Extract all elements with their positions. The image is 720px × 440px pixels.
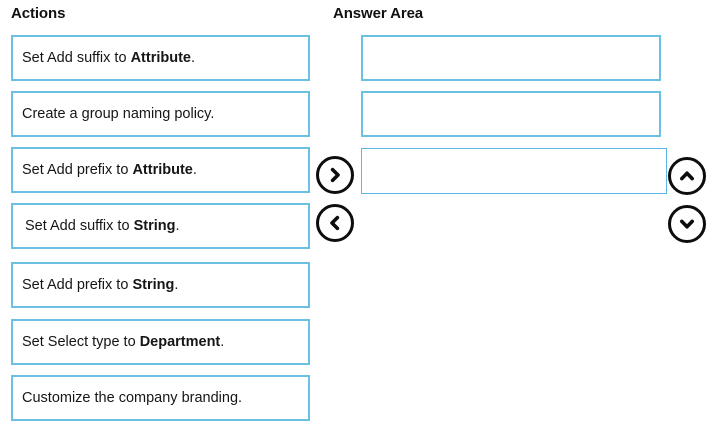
action-item-label: Set Add suffix to String. <box>25 217 180 234</box>
move-right-button[interactable] <box>316 156 354 194</box>
action-item-set-select-type-department[interactable]: Set Select type to Department. <box>11 319 310 365</box>
action-item-label: Customize the company branding. <box>22 389 243 406</box>
chevron-up-icon <box>677 166 697 186</box>
move-up-button[interactable] <box>668 157 706 195</box>
action-item-customize-company-branding[interactable]: Customize the company branding. <box>11 375 310 421</box>
action-item-label: Set Add prefix to String. <box>22 276 179 293</box>
action-item-label: Set Add suffix to Attribute. <box>22 49 196 66</box>
action-item-set-add-suffix-string[interactable]: Set Add suffix to String. <box>11 203 310 249</box>
answer-slot-1[interactable] <box>361 35 661 81</box>
action-item-set-add-suffix-attribute[interactable]: Set Add suffix to Attribute. <box>11 35 310 81</box>
move-down-button[interactable] <box>668 205 706 243</box>
action-item-set-add-prefix-string[interactable]: Set Add prefix to String. <box>11 262 310 308</box>
actions-column-heading: Actions <box>11 5 66 22</box>
action-item-create-group-naming-policy[interactable]: Create a group naming policy. <box>11 91 310 137</box>
answer-slot-2[interactable] <box>361 91 661 137</box>
move-left-button[interactable] <box>316 204 354 242</box>
action-item-label: Set Add prefix to Attribute. <box>22 161 197 178</box>
action-item-set-add-prefix-attribute[interactable]: Set Add prefix to Attribute. <box>11 147 310 193</box>
answer-slot-3[interactable] <box>361 148 667 194</box>
answer-area-column-heading: Answer Area <box>333 5 424 22</box>
chevron-down-icon <box>677 214 697 234</box>
chevron-right-icon <box>325 165 345 185</box>
chevron-left-icon <box>325 213 345 233</box>
action-item-label: Create a group naming policy. <box>22 105 215 122</box>
action-item-label: Set Select type to Department. <box>22 333 225 350</box>
